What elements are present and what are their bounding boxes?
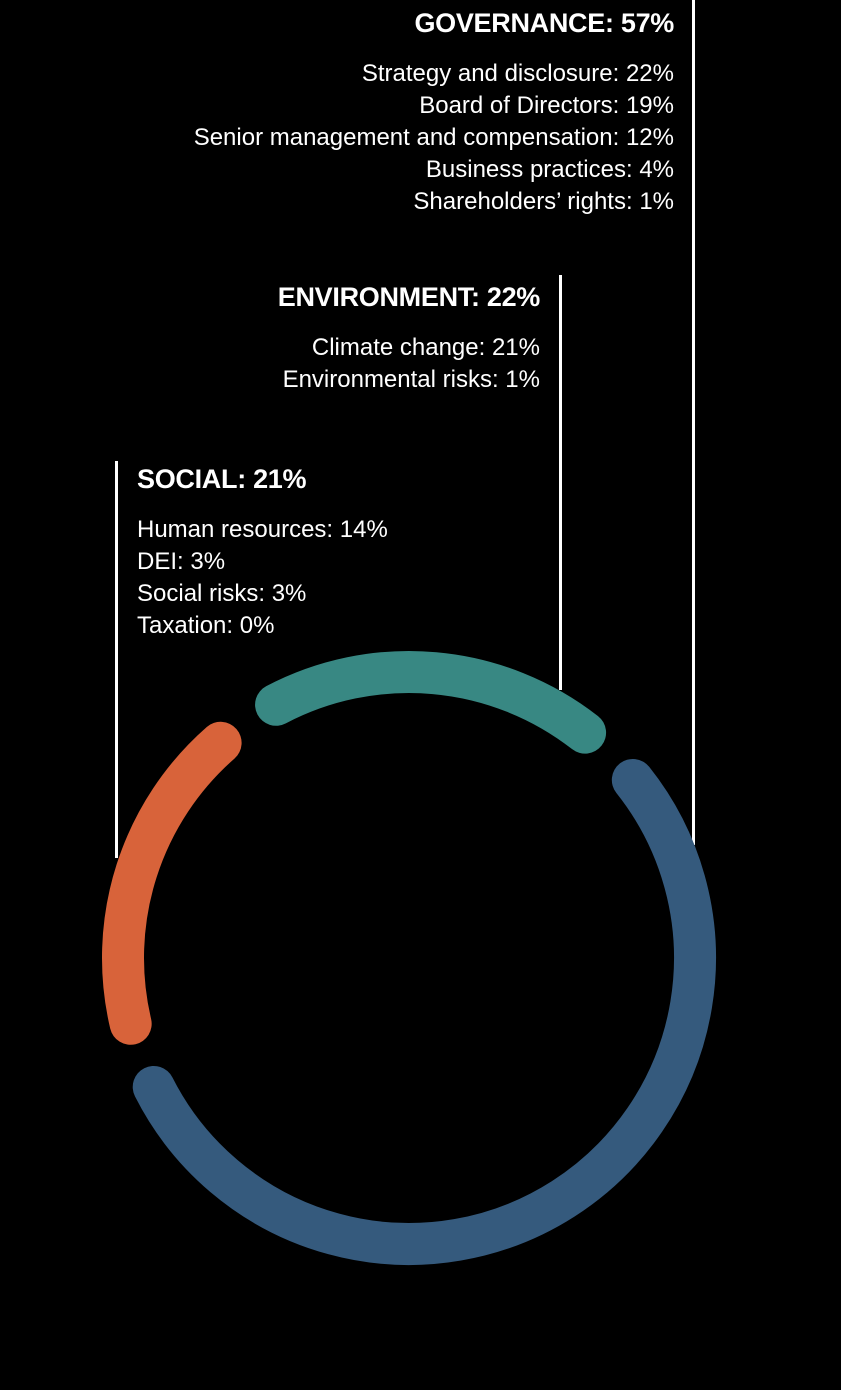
social-item: Taxation: 0%: [137, 612, 275, 639]
donut-segment-governance: [132, 758, 716, 1265]
governance-item: Strategy and disclosure: 22%: [361, 60, 674, 87]
environment-callout: ENVIRONMENT: 22% Climate change: 21% Env…: [277, 280, 541, 396]
governance-connector-line: [692, 0, 695, 845]
donut-segment-social: [102, 721, 242, 1045]
environment-breakdown: Climate change: 21% Environmental risks:…: [278, 332, 540, 396]
social-callout: SOCIAL: 21% Human resources: 14% DEI: 3%…: [137, 462, 388, 642]
environment-connector-line: [559, 275, 562, 690]
environment-item: Climate change: 21%: [311, 334, 540, 361]
donut-segment-environment: [255, 651, 607, 754]
social-connector-line: [115, 461, 118, 858]
environment-item: Environmental risks: 1%: [282, 366, 540, 393]
governance-item: Senior management and compensation: 12%: [193, 124, 674, 151]
environment-title: ENVIRONMENT: 22%: [277, 282, 541, 312]
governance-item: Shareholders’ rights: 1%: [413, 188, 674, 215]
social-breakdown: Human resources: 14% DEI: 3% Social risk…: [137, 514, 388, 642]
social-item: Human resources: 14%: [137, 516, 388, 543]
governance-item: Board of Directors: 19%: [419, 92, 674, 119]
social-title: SOCIAL: 21%: [137, 464, 307, 494]
donut-chart: [102, 651, 716, 1265]
governance-breakdown: Strategy and disclosure: 22% Board of Di…: [194, 58, 674, 218]
social-item: DEI: 3%: [137, 548, 226, 575]
governance-title: GOVERNANCE: 57%: [414, 8, 674, 38]
social-item: Social risks: 3%: [137, 580, 307, 607]
governance-item: Business practices: 4%: [425, 156, 674, 183]
governance-callout: GOVERNANCE: 57% Strategy and disclosure:…: [194, 6, 675, 218]
